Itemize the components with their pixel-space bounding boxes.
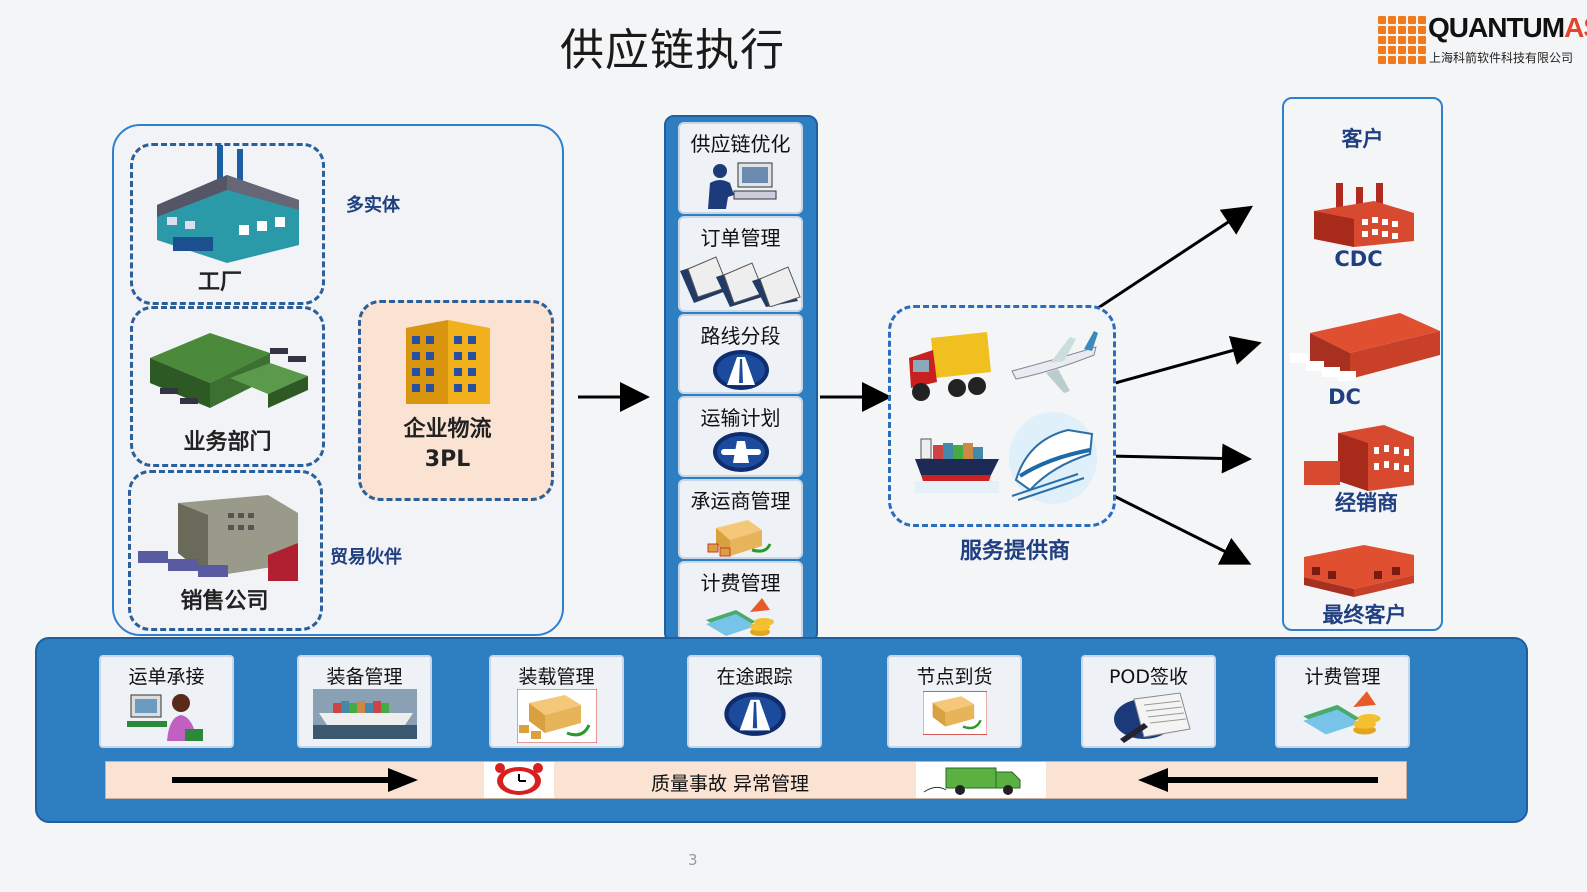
alarm-clock-icon <box>484 762 554 798</box>
function-label: 承运商管理 <box>690 489 791 513</box>
warehouse-icon <box>1290 309 1450 381</box>
arrow-to-dealer <box>1107 443 1252 474</box>
documents-icon <box>680 256 801 307</box>
customer-label-dealer: 经销商 <box>1335 491 1398 515</box>
box-truck-icon <box>516 689 597 743</box>
function-card[interactable]: 运输计划 <box>678 396 803 477</box>
box-truck-icon <box>922 691 987 735</box>
factory-label: 工厂 <box>197 270 242 295</box>
execution-label: 在途跟踪 <box>716 666 793 688</box>
sales-building-icon <box>138 493 298 581</box>
customer-label-dc: DC <box>1328 385 1361 409</box>
warehouse-cluster-icon <box>150 328 308 416</box>
execution-label: 装备管理 <box>326 666 403 688</box>
clerk-icon <box>126 694 203 741</box>
execution-card[interactable]: 装备管理 <box>297 655 432 748</box>
factory-icon <box>1314 181 1414 247</box>
execution-label: 节点到货 <box>916 666 993 688</box>
function-card[interactable]: 计费管理 <box>678 561 803 641</box>
function-card[interactable]: 供应链优化 <box>678 122 803 214</box>
enterprise-logistics-sub: 3PL <box>424 447 471 472</box>
logo-grid-icon <box>1378 16 1426 64</box>
business-dept-box <box>130 306 325 467</box>
computer-user-icon <box>707 162 776 209</box>
logo-wordmark: QUANTUMASIA <box>1428 12 1587 43</box>
function-label: 订单管理 <box>700 226 781 250</box>
trade-partner-label: 贸易伙伴 <box>330 547 402 568</box>
customers-header: 客户 <box>1341 127 1384 151</box>
sales-company-box <box>128 470 323 631</box>
money-icon <box>1302 691 1380 735</box>
arrow-left-icon <box>1138 768 1378 792</box>
execution-label: 计费管理 <box>1304 666 1381 688</box>
company-logo: QUANTUMASIA 上海科箭软件科技有限公司 <box>1378 12 1587 68</box>
function-card[interactable]: 路线分段 <box>678 314 803 394</box>
customer-label-cdc: CDC <box>1334 247 1383 271</box>
function-card[interactable]: 承运商管理 <box>678 479 803 559</box>
factory-box <box>130 143 325 305</box>
logo-subtitle: 上海科箭软件科技有限公司 <box>1429 51 1574 65</box>
quality-exception-bar: 质量事故 异常管理 <box>105 761 1407 799</box>
function-label: 路线分段 <box>700 324 781 348</box>
execution-label: 运单承接 <box>128 666 205 688</box>
document-sign-icon <box>1113 692 1191 743</box>
function-label: 计费管理 <box>700 571 781 595</box>
execution-card[interactable]: 运单承接 <box>99 655 234 748</box>
execution-card[interactable]: 装载管理 <box>489 655 624 748</box>
ship-icon <box>312 689 417 739</box>
customer-label-end: 最终客户 <box>1322 603 1407 627</box>
delivery-truck-icon <box>916 762 1046 798</box>
execution-card[interactable]: POD签收 <box>1081 655 1216 748</box>
money-icon <box>705 598 774 636</box>
factory-icon <box>157 145 299 263</box>
road-icon <box>723 692 786 736</box>
box-truck-icon <box>707 520 771 557</box>
execution-card[interactable]: 计费管理 <box>1275 655 1410 748</box>
execution-card[interactable]: 节点到货 <box>887 655 1022 748</box>
truck-icon <box>907 328 993 406</box>
sales-company-label: 销售公司 <box>180 589 269 614</box>
airplane-icon <box>712 432 769 472</box>
airplane-icon <box>1010 327 1098 397</box>
execution-bar: 运单承接 装备管理 装载管理 在途跟踪 节点 <box>35 637 1528 823</box>
execution-card[interactable]: 在途跟踪 <box>687 655 822 748</box>
enterprise-logistics-label: 企业物流 <box>403 417 492 442</box>
road-icon <box>712 350 769 390</box>
service-provider-label: 服务提供商 <box>959 539 1070 564</box>
function-label: 供应链优化 <box>690 132 791 156</box>
customers-panel: 客户 CDC DC 经销商 最终客户 <box>1282 97 1443 631</box>
execution-label: POD签收 <box>1108 666 1189 688</box>
execution-functions-column: 供应链优化 订单管理 路线分段 运输计划 承运商管理 <box>664 115 818 643</box>
page-number: 3 <box>688 851 698 869</box>
arrow-to-dc <box>1107 335 1262 387</box>
multi-entity-label: 多实体 <box>346 195 400 216</box>
page-title: 供应链执行 <box>560 25 785 76</box>
function-label: 运输计划 <box>700 406 781 430</box>
building-icon <box>1304 425 1414 491</box>
execution-label: 装载管理 <box>518 666 595 688</box>
cargo-ship-icon <box>915 425 999 493</box>
arrow-right-icon <box>172 768 418 792</box>
arrow-to-cdc <box>1097 205 1254 310</box>
business-dept-label: 业务部门 <box>183 430 272 455</box>
arrow-to-end-customer <box>1097 486 1252 565</box>
function-card[interactable]: 订单管理 <box>678 216 803 312</box>
store-icon <box>1304 545 1414 597</box>
quality-exception-label: 质量事故 异常管理 <box>651 773 810 795</box>
train-icon <box>1008 410 1098 506</box>
office-building-icon <box>404 320 492 408</box>
